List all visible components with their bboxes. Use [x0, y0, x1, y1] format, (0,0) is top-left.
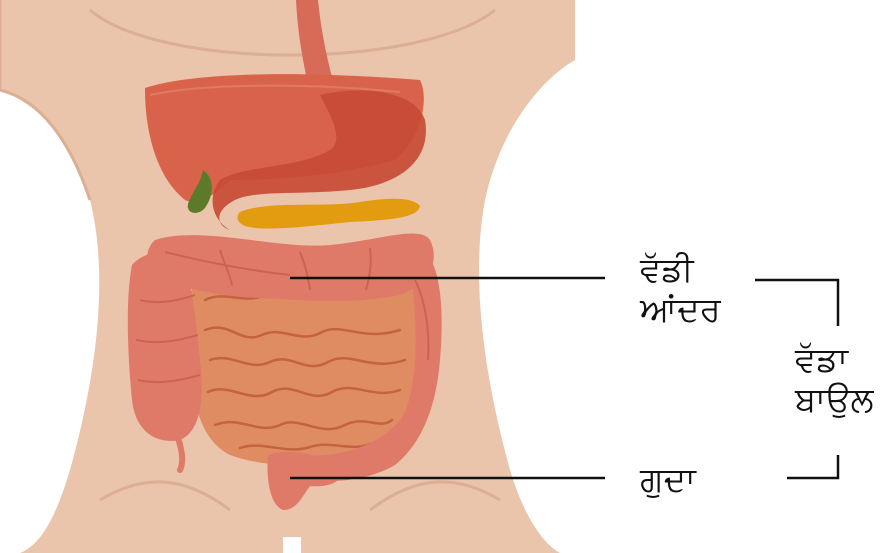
label-large-bowel: ਵੱਡਾ ਬਾਉਲ — [795, 340, 874, 420]
label-large-intestine-line2: ਆਂਦਰ — [640, 290, 721, 330]
bracket-large-bowel-top — [755, 280, 838, 326]
label-rectum: ਗੁਦਾ — [640, 460, 696, 500]
label-large-intestine-line1: ਵੱਡੀ — [640, 250, 721, 290]
label-large-bowel-line1: ਵੱਡਾ — [795, 340, 874, 380]
label-large-intestine: ਵੱਡੀ ਆਂਦਰ — [640, 250, 721, 330]
bracket-large-bowel-bottom — [787, 455, 838, 478]
label-large-bowel-line2: ਬਾਉਲ — [795, 380, 874, 420]
